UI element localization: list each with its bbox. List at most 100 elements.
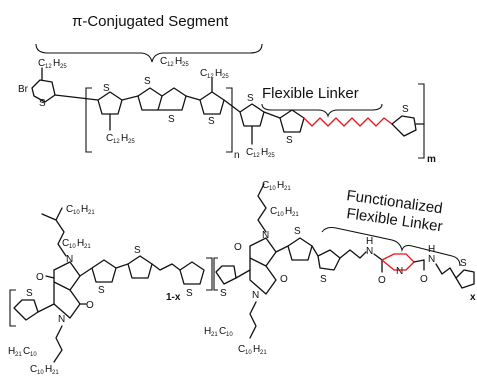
carbonyl-bond	[45, 275, 55, 279]
repeat-bracket-m-right	[418, 83, 425, 159]
amide-h-atom-left: H	[366, 236, 373, 247]
dpp-ring-2a	[249, 237, 277, 267]
alkyl-c10-sub: 10	[69, 244, 76, 250]
inter-ring-bond	[223, 99, 241, 113]
alkyl-h21-sub: 21	[260, 350, 267, 356]
flexible-linker-label: Flexible Linker	[262, 85, 359, 102]
repeat-bracket-1x-right	[206, 257, 213, 291]
branched-alkyl-chain	[41, 213, 57, 221]
alkyl-h21-sub: 21	[52, 370, 59, 376]
amide-h-atom-right: H	[428, 244, 435, 255]
thiophene-ring-3	[199, 91, 225, 115]
alkyl-h25-sub: 25	[128, 139, 135, 145]
dpp-ring-1a	[53, 261, 81, 291]
functionalized-linker-brace	[321, 226, 461, 267]
branched-alkyl-chain	[53, 325, 63, 363]
inter-ring-bond	[54, 94, 99, 101]
alkyl-h-atom: H	[215, 68, 222, 79]
ethyl-linker-right	[435, 263, 457, 279]
alkyl-h-atom: H	[121, 133, 128, 144]
alkyl-c-atom: C	[270, 206, 277, 217]
thiophene-ring-5	[279, 109, 305, 133]
alkyl-c10-sub: 10	[37, 370, 44, 376]
alkyl-c-atom: C	[246, 147, 253, 158]
alkyl-c10-sub: 10	[226, 332, 233, 338]
thienothiophene-s-atom-a: S	[144, 76, 151, 87]
thiophene-ring-4	[239, 103, 265, 127]
amide-bond-left	[373, 253, 383, 261]
branched-alkyl-chain	[257, 183, 267, 233]
alkyl-c12-sub: 12	[45, 64, 52, 70]
bottom-thiophene-2-s-atom: S	[134, 245, 141, 256]
alkyl-c-atom: C	[262, 180, 269, 191]
inter-ring-bond	[275, 245, 289, 253]
inter-ring-bond	[115, 263, 129, 269]
vinylene-bond	[151, 263, 181, 271]
alkyl-c-atom: C	[38, 58, 45, 69]
amide-n-atom-right: N	[428, 254, 435, 265]
branched-alkyl-chain	[55, 207, 67, 257]
thiophene-5-s-atom: S	[286, 135, 293, 146]
dpp-2-o-atom-top: O	[234, 242, 242, 253]
end-thiophene-left	[13, 299, 39, 321]
bottom-thiophene-6-s-atom: S	[320, 274, 327, 285]
alkyl-c-atom: C	[23, 346, 30, 357]
alkyl-h-atom: H	[261, 147, 268, 158]
alkyl-h-atom: H	[285, 206, 292, 217]
carbonyl-o-atom-left: O	[378, 275, 386, 286]
dpp-ring-1b	[53, 281, 81, 319]
pi-segment-label: π-Conjugated Segment	[72, 13, 229, 30]
alkyl-h-atom: H	[253, 344, 260, 355]
alkyl-h-atom: H	[45, 364, 52, 375]
bottom-thiophene-3-s-atom: S	[186, 288, 193, 299]
repeat-x-label: x	[470, 292, 476, 303]
bottom-thiophene-3	[179, 261, 205, 285]
bottom-thiophene-5	[287, 237, 313, 261]
repeat-bracket-n-right	[226, 87, 233, 153]
alkyl-h-atom: H	[277, 180, 284, 191]
inter-ring-bond	[311, 245, 319, 257]
inter-ring-bond	[185, 95, 201, 101]
alkyl-h21-sub: 21	[284, 186, 291, 192]
thienothiophene-s-atom-b: S	[168, 114, 175, 125]
alkyl-c-atom: C	[106, 133, 113, 144]
inter-ring-bond	[79, 267, 93, 277]
alkyl-h-atom: H	[204, 326, 211, 337]
alkyl-h25-sub: 25	[60, 64, 67, 70]
bottom-thiophene-5-s-atom: S	[294, 226, 301, 237]
bottom-thiophene-4-s-atom: S	[220, 288, 227, 299]
alkyl-h-atom: H	[53, 58, 60, 69]
end-thiophene-s-atom: S	[402, 104, 409, 115]
branched-alkyl-chain	[249, 301, 257, 339]
alkyl-c12-sub: 12	[113, 139, 120, 145]
bottom-thiophene-2	[127, 255, 153, 279]
alkyl-c-atom: C	[66, 204, 73, 215]
bottom-thiophene-1	[91, 259, 117, 283]
alkyl-c10-sub: 10	[245, 350, 252, 356]
alkyl-h-atom: H	[77, 238, 84, 249]
thienothiophene-ring-b	[157, 87, 187, 111]
alkyl-c10-sub: 10	[30, 352, 37, 358]
end-thiophene-left-s-atom: S	[26, 288, 33, 299]
alkyl-c-atom: C	[200, 68, 207, 79]
alkyl-h25-sub: 25	[182, 62, 189, 68]
bromine-atom: Br	[18, 84, 29, 95]
repeat-n-label: n	[234, 150, 240, 161]
end-thiophene-right	[455, 269, 475, 289]
alkyl-c12-sub: 12	[253, 153, 260, 159]
end-thiophene-right-s-atom: S	[460, 258, 467, 269]
inter-ring-bond	[121, 95, 139, 101]
dpp-1-n-atom-top: N	[66, 254, 73, 265]
bottom-thiophene-4	[215, 265, 237, 285]
repeat-bracket-x-left	[213, 257, 218, 291]
inter-ring-bond	[37, 303, 55, 313]
thiophene-4-s-atom: S	[247, 93, 254, 104]
dpp-2-n-atom-top: N	[262, 230, 269, 241]
alkyl-h21-sub: 21	[211, 332, 218, 338]
repeat-bracket-n-left	[85, 87, 92, 153]
thiophene-ring-1	[97, 91, 123, 115]
alkyl-h21-sub: 21	[292, 212, 299, 218]
dpp-1-n-atom-bottom: N	[58, 314, 65, 325]
alkyl-c-atom: C	[30, 364, 37, 375]
dpp-2-o-atom-bottom: O	[280, 274, 288, 285]
